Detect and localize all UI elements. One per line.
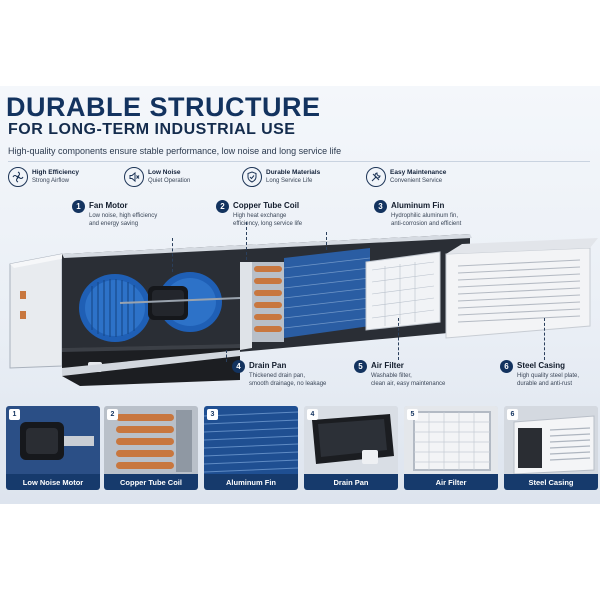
- thumbnail-copper-tube-coil: 2 Copper Tube Coil: [104, 406, 198, 490]
- thumbnail-drain-pan: 4 Drain Pan: [304, 406, 398, 490]
- callout-number: 5: [354, 360, 367, 373]
- feature-subtitle: Strong Airflow: [32, 178, 70, 184]
- thumbnail-label: Copper Tube Coil: [104, 474, 198, 490]
- thumbnail-label: Low Noise Motor: [6, 474, 100, 490]
- feature-title: Low Noise: [148, 169, 181, 176]
- callout-title: Steel Casing: [517, 361, 566, 370]
- fan-icon: [8, 167, 28, 187]
- thumbnail-label: Air Filter: [404, 474, 498, 490]
- callout-title: Drain Pan: [249, 361, 287, 370]
- feature-title: High Efficiency: [32, 169, 79, 176]
- leader-line: [544, 318, 545, 360]
- thumbnail-steel-casing: 6 Steel Casing: [504, 406, 598, 490]
- casing-photo: [504, 406, 598, 474]
- divider: [8, 161, 590, 162]
- feature-high-efficiency: High Efficiency Strong Airflow: [8, 166, 79, 188]
- thumbnail-number: 3: [207, 409, 218, 420]
- drain-pan-photo: [304, 406, 398, 474]
- callout-steel-casing: 6 Steel Casing High quality steel plate,…: [500, 360, 579, 388]
- callout-desc: High quality steel plate,: [517, 373, 580, 379]
- shield-check-icon: [242, 167, 262, 187]
- filter-photo: [404, 406, 498, 474]
- callout-desc: Low noise, high efficiency: [89, 213, 158, 219]
- thumbnail-low-noise-motor: 1 Low Noise Motor: [6, 406, 100, 490]
- callout-desc: smooth drainage, no leakage: [249, 381, 327, 387]
- unit-cutaway-illustration: [9, 234, 598, 386]
- feature-subtitle: Long Service Life: [266, 178, 313, 184]
- thumbnail-number: 2: [107, 409, 118, 420]
- feature-subtitle: Quiet Operation: [148, 178, 191, 184]
- callout-desc: Hydrophilic aluminum fin,: [391, 213, 459, 219]
- callout-title: Air Filter: [371, 361, 404, 370]
- callout-number: 1: [72, 200, 85, 213]
- fin-photo: [204, 406, 298, 474]
- thumbnail-number: 4: [307, 409, 318, 420]
- page-subtitle: FOR LONG-TERM INDUSTRIAL USE: [8, 121, 296, 138]
- callout-title: Copper Tube Coil: [233, 201, 300, 210]
- thumbnail-aluminum-fin: 3 Aluminum Fin: [204, 406, 298, 490]
- callout-air-filter: 5 Air Filter Washable filter, clean air,…: [354, 360, 445, 388]
- thumbnail-number: 1: [9, 409, 20, 420]
- callout-desc: and energy saving: [89, 221, 139, 227]
- feature-low-noise: Low Noise Quiet Operation: [124, 166, 190, 188]
- callout-title: Fan Motor: [89, 201, 128, 210]
- thumbnail-number: 5: [407, 409, 418, 420]
- coil-photo: [104, 406, 198, 474]
- thumbnail-number: 6: [507, 409, 518, 420]
- page-tagline: High-quality components ensure stable pe…: [8, 146, 342, 156]
- callout-desc: efficiency, long service life: [233, 221, 303, 227]
- leader-line: [398, 318, 399, 360]
- callout-desc: Thickened drain pan,: [249, 373, 306, 379]
- callout-desc: clean air, easy maintenance: [371, 381, 446, 387]
- feature-easy-maintenance: Easy Maintenance Convenient Service: [366, 166, 446, 188]
- callout-title: Aluminum Fin: [391, 201, 445, 210]
- feature-title: Durable Materials: [266, 169, 321, 176]
- page-title: DURABLE STRUCTURE: [6, 92, 321, 122]
- callout-fan-motor: 1 Fan Motor Low noise, high efficiency a…: [72, 200, 157, 228]
- feature-title: Easy Maintenance: [390, 169, 447, 176]
- feature-durable-materials: Durable Materials Long Service Life: [242, 166, 320, 188]
- leader-line: [226, 350, 227, 362]
- leader-line: [246, 222, 247, 260]
- thumbnail-label: Steel Casing: [504, 474, 598, 490]
- callout-aluminum-fin: 3 Aluminum Fin Hydrophilic aluminum fin,…: [374, 200, 461, 228]
- callout-number: 4: [232, 360, 245, 373]
- thumbnail-label: Aluminum Fin: [204, 474, 298, 490]
- leader-line: [172, 238, 173, 272]
- callout-drain-pan: 4 Drain Pan Thickened drain pan, smooth …: [232, 360, 326, 388]
- callout-number: 2: [216, 200, 229, 213]
- motor-photo: [6, 406, 100, 474]
- callout-desc: High heat exchange: [233, 213, 287, 219]
- callout-number: 6: [500, 360, 513, 373]
- thumbnail-air-filter: 5 Air Filter: [404, 406, 498, 490]
- leader-line: [326, 232, 327, 250]
- thumbnail-label: Drain Pan: [304, 474, 398, 490]
- callout-desc: durable and anti-rust: [517, 381, 573, 387]
- callout-number: 3: [374, 200, 387, 213]
- callout-desc: Washable filter,: [371, 373, 412, 379]
- wrench-icon: [366, 167, 386, 187]
- callout-desc: anti-corrosion and efficient: [391, 221, 462, 227]
- product-infographic-panel: [0, 86, 600, 504]
- speaker-muted-icon: [124, 167, 144, 187]
- callout-copper-tube-coil: 2 Copper Tube Coil High heat exchange ef…: [216, 200, 302, 228]
- feature-subtitle: Convenient Service: [390, 178, 443, 184]
